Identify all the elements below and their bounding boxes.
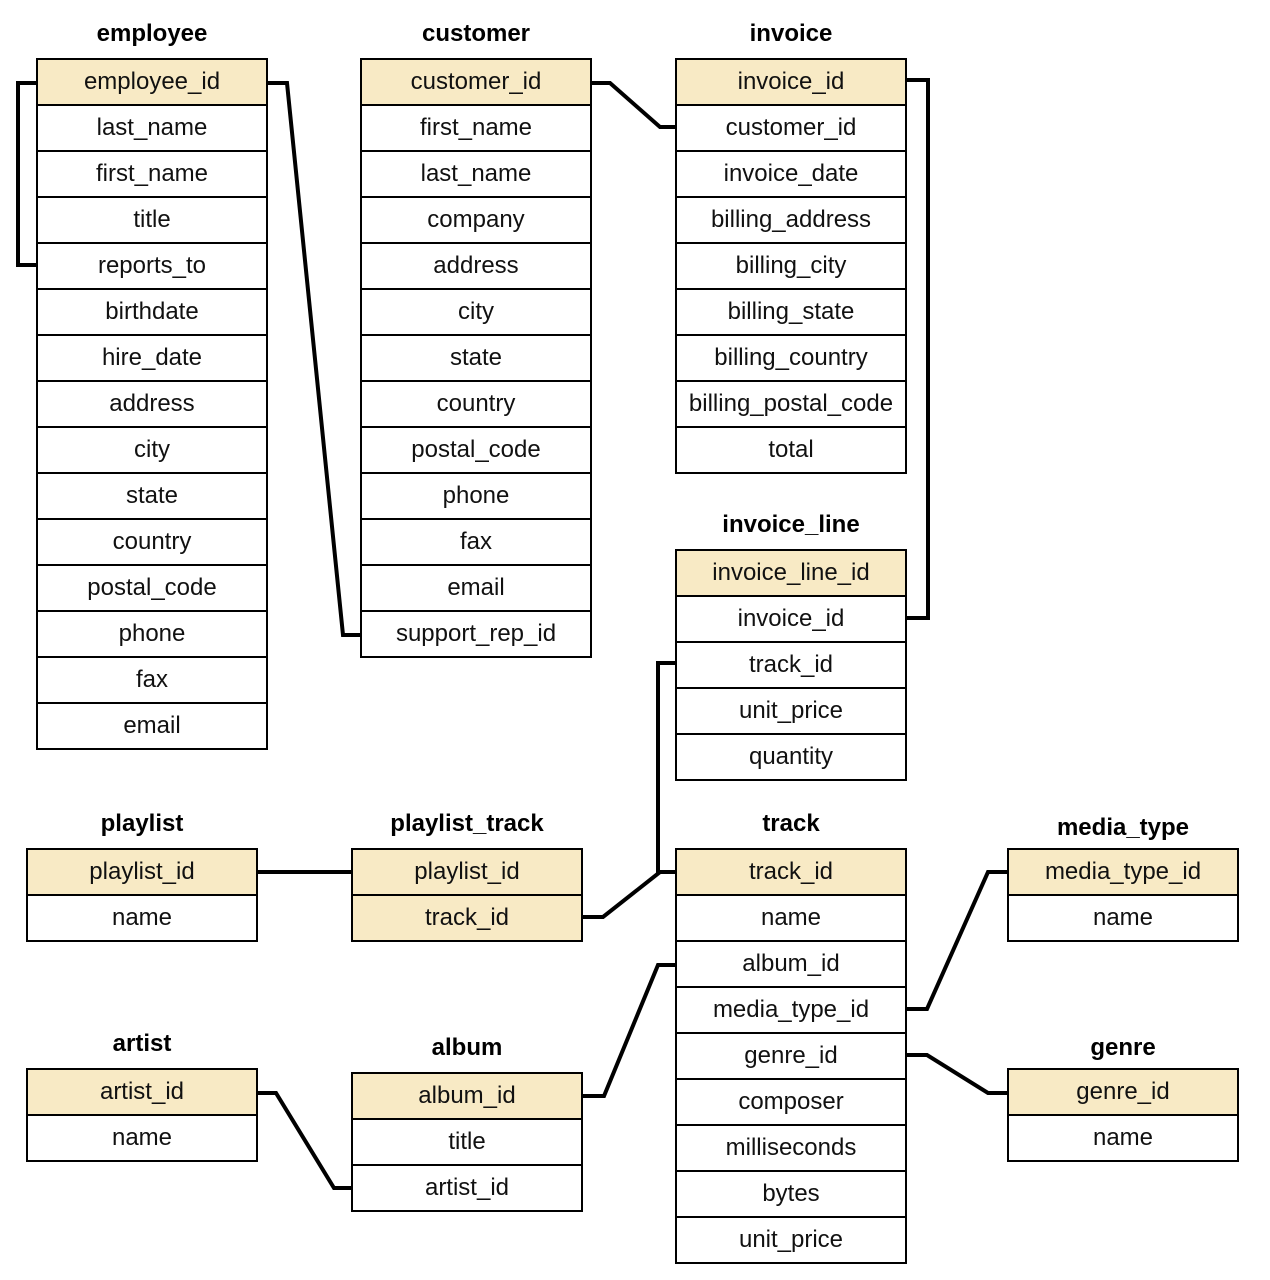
- table-column: unit_price: [677, 687, 905, 733]
- table-column: genre_id: [677, 1032, 905, 1078]
- primary-key-column: artist_id: [28, 1070, 256, 1114]
- table-column: fax: [362, 518, 590, 564]
- primary-key-column: playlist_id: [353, 850, 581, 894]
- table-column: first_name: [362, 104, 590, 150]
- table-column: phone: [38, 610, 266, 656]
- table-column: billing_state: [677, 288, 905, 334]
- table-column: birthdate: [38, 288, 266, 334]
- table-column: quantity: [677, 733, 905, 779]
- table-column: title: [353, 1118, 581, 1164]
- table-column: name: [1009, 1114, 1237, 1160]
- table-column: invoice_id: [677, 595, 905, 641]
- table-column: name: [677, 894, 905, 940]
- table-title: track: [762, 810, 820, 837]
- relationship-line-customer-support-rep: [268, 81, 361, 637]
- table-title: playlist_track: [390, 810, 544, 837]
- table-column: billing_city: [677, 242, 905, 288]
- table-title: genre: [1090, 1034, 1156, 1061]
- primary-key-column: track_id: [677, 850, 905, 894]
- table-column: customer_id: [677, 104, 905, 150]
- table-title: invoice: [749, 20, 833, 47]
- relationship-line-invoice-line-invoice: [907, 78, 930, 620]
- relationship-line-album-artist: [258, 1091, 352, 1190]
- table-column: album_id: [677, 940, 905, 986]
- table-column: name: [1009, 894, 1237, 940]
- primary-key-column: customer_id: [362, 60, 590, 104]
- table-title: artist: [112, 1030, 172, 1057]
- table-column: invoice_date: [677, 150, 905, 196]
- table-column: last_name: [362, 150, 590, 196]
- table-column: fax: [38, 656, 266, 702]
- table-column: track_id: [677, 641, 905, 687]
- table-column: milliseconds: [677, 1124, 905, 1170]
- relationship-line-track-media-type: [907, 870, 1008, 1011]
- table-title: album: [431, 1034, 503, 1061]
- primary-key-column: playlist_id: [28, 850, 256, 894]
- relationship-line-playlist-track-track: [583, 870, 676, 919]
- table-column: composer: [677, 1078, 905, 1124]
- primary-key-column: employee_id: [38, 60, 266, 104]
- primary-key-column: invoice_id: [677, 60, 905, 104]
- table-title: playlist: [100, 810, 184, 837]
- table-column: state: [362, 334, 590, 380]
- table-column: total: [677, 426, 905, 472]
- table-column: city: [38, 426, 266, 472]
- table-column: address: [38, 380, 266, 426]
- table-column: billing_address: [677, 196, 905, 242]
- table-column: name: [28, 1114, 256, 1160]
- relationship-line-track-genre: [907, 1053, 1008, 1095]
- table-column: address: [362, 242, 590, 288]
- table-column: billing_postal_code: [677, 380, 905, 426]
- table-title: customer: [421, 20, 531, 47]
- table-column: last_name: [38, 104, 266, 150]
- table-column: artist_id: [353, 1164, 581, 1210]
- table-column: postal_code: [38, 564, 266, 610]
- table-column: name: [28, 894, 256, 940]
- table-column: first_name: [38, 150, 266, 196]
- table-title: invoice_line: [722, 511, 860, 538]
- table-title: media_type: [1056, 814, 1190, 841]
- table-column: phone: [362, 472, 590, 518]
- table-column: country: [362, 380, 590, 426]
- table-column: title: [38, 196, 266, 242]
- table-column: city: [362, 288, 590, 334]
- table-title: employee: [96, 20, 208, 47]
- table-column: hire_date: [38, 334, 266, 380]
- table-column: media_type_id: [677, 986, 905, 1032]
- primary-key-column: album_id: [353, 1074, 581, 1118]
- primary-key-column: media_type_id: [1009, 850, 1237, 894]
- table-column: reports_to: [38, 242, 266, 288]
- relationship-line-invoice-line-track: [656, 661, 676, 874]
- primary-key-column: track_id: [353, 894, 581, 940]
- primary-key-column: invoice_line_id: [677, 551, 905, 595]
- table-column: support_rep_id: [362, 610, 590, 656]
- table-column: billing_country: [677, 334, 905, 380]
- relationship-line-track-album: [583, 963, 676, 1098]
- table-column: bytes: [677, 1170, 905, 1216]
- table-column: email: [362, 564, 590, 610]
- table-column: state: [38, 472, 266, 518]
- table-column: company: [362, 196, 590, 242]
- table-column: unit_price: [677, 1216, 905, 1262]
- relationship-line-invoice-customer: [592, 81, 676, 129]
- primary-key-column: genre_id: [1009, 1070, 1237, 1114]
- table-column: email: [38, 702, 266, 748]
- table-column: country: [38, 518, 266, 564]
- relationship-line-employee-reports-to: [16, 81, 37, 267]
- table-column: postal_code: [362, 426, 590, 472]
